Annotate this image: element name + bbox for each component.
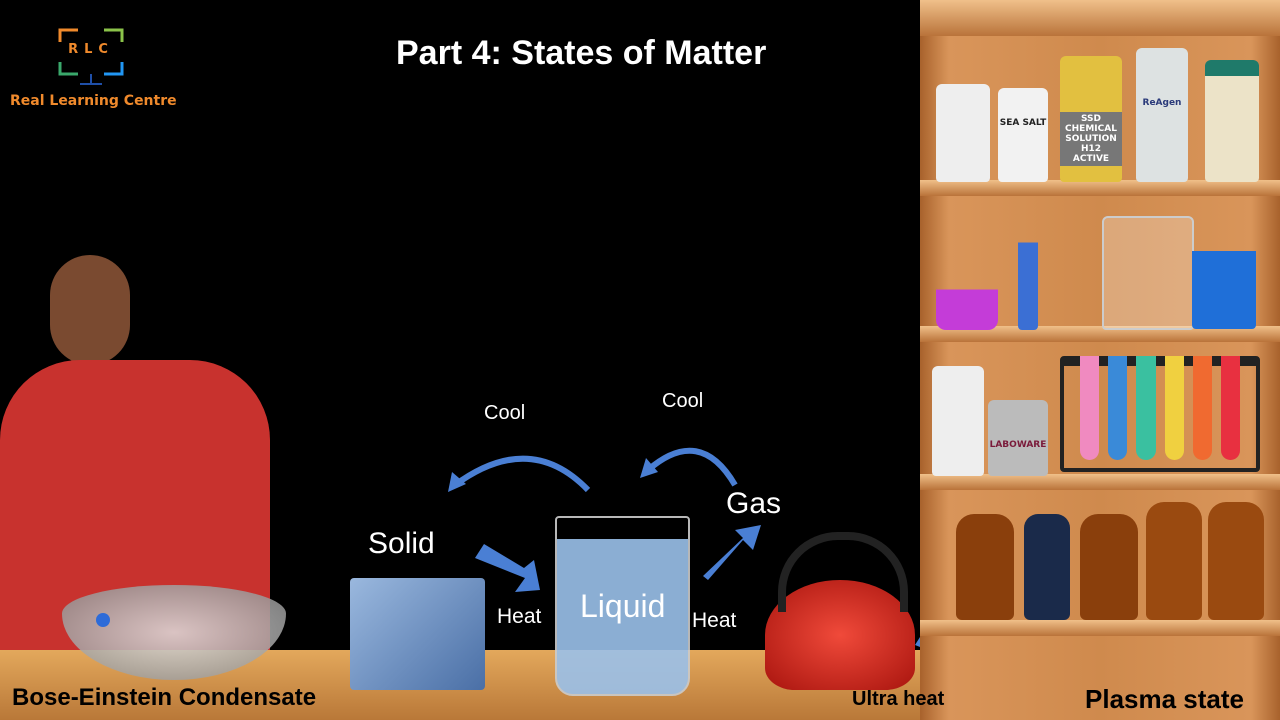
- ssd-bottle: SSD CHEMICAL SOLUTION H12 ACTIVE: [1060, 56, 1122, 182]
- shelf-board: [920, 326, 1280, 342]
- beaker-empty: [1102, 216, 1194, 330]
- page-title: Part 4: States of Matter: [396, 34, 767, 72]
- cylinder: [1018, 205, 1038, 330]
- jar: [936, 84, 990, 182]
- shelf-board: [920, 474, 1280, 490]
- ultra-heat-label: Ultra heat: [852, 688, 945, 710]
- kettle-handle: [778, 532, 908, 612]
- logo-initials: RLC: [68, 42, 114, 57]
- gas-label: Gas: [726, 487, 782, 520]
- powder-jar: [1205, 60, 1259, 182]
- heat-arrow-right: [703, 525, 761, 580]
- logo-name: Real Learning Centre: [10, 93, 177, 109]
- heat-label-right: Heat: [692, 609, 737, 632]
- heat-label-left: Heat: [497, 605, 542, 628]
- cool-arrow-right: [646, 447, 738, 487]
- ice-cube: [350, 578, 485, 690]
- laboware-burner: LABOWARE: [988, 400, 1048, 476]
- jug: [932, 366, 984, 476]
- logo-icon: [58, 28, 124, 85]
- test-tube-rack: [1060, 356, 1260, 472]
- beaker-blue: [1192, 237, 1256, 329]
- flask: [936, 240, 998, 330]
- cool-label-left: Cool: [484, 402, 526, 424]
- liquid-label: Liquid: [580, 588, 666, 624]
- shelf-board: [920, 180, 1280, 196]
- heat-arrow-left: [475, 544, 540, 592]
- cool-label-right: Cool: [662, 390, 704, 412]
- amber-bottle: [1208, 502, 1264, 620]
- plasma-label: Plasma state: [1085, 684, 1244, 714]
- dark-bottle: [1024, 514, 1070, 620]
- beaker: [555, 516, 690, 696]
- shelf-board: [920, 620, 1280, 636]
- reagen-bottle: ReAgen: [1136, 48, 1188, 182]
- amber-bottle: [1146, 502, 1202, 620]
- solid-label: Solid: [368, 527, 435, 560]
- amber-bottle: [956, 514, 1014, 620]
- amber-bottle: [1080, 514, 1138, 620]
- cool-arrow-left: [453, 455, 591, 493]
- bec-label: Bose-Einstein Condensate: [12, 684, 317, 711]
- arrows: [448, 447, 761, 592]
- sea-salt-jar: SEA SALT: [998, 88, 1048, 182]
- shelf-top: [920, 0, 1280, 36]
- particle: [96, 613, 110, 627]
